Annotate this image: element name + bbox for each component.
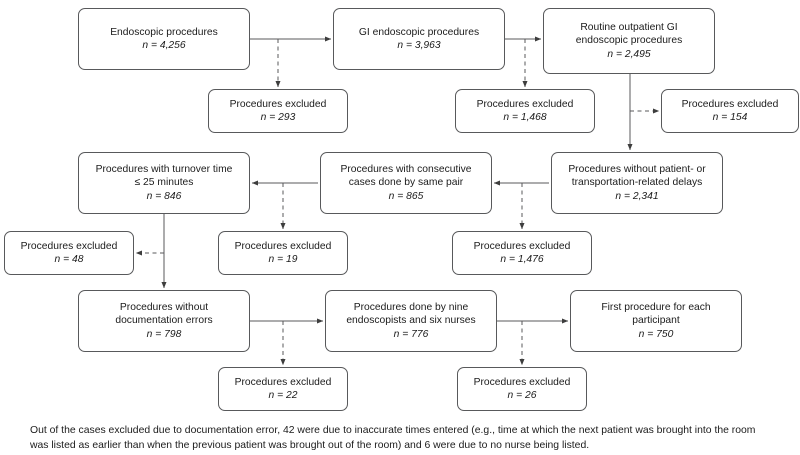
node-line: Procedures excluded [473, 240, 571, 252]
node-line: Procedures excluded [681, 98, 779, 110]
node-value: n = 1,476 [500, 254, 544, 265]
node-routine-outpatient-gi: Routine outpatient GI endoscopic procedu… [543, 8, 715, 74]
node-line: endoscopists and six nurses [346, 315, 476, 327]
node-value: n = 48 [54, 254, 84, 265]
node-line: Procedures excluded [229, 98, 327, 110]
node-excluded-26: Procedures excluded n = 26 [457, 367, 587, 411]
node-line: participant [632, 315, 680, 327]
node-excluded-19: Procedures excluded n = 19 [218, 231, 348, 275]
node-without-documentation-errors-798: Procedures without documentation errors … [78, 290, 250, 352]
node-value: n = 2,341 [615, 190, 659, 202]
node-line: cases done by same pair [348, 177, 464, 189]
node-line: Endoscopic procedures [110, 26, 218, 38]
node-value: n = 846 [146, 190, 182, 202]
node-excluded-48: Procedures excluded n = 48 [4, 231, 134, 275]
node-value: n = 26 [507, 390, 537, 401]
node-first-procedure-750: First procedure for each participant n =… [570, 290, 742, 352]
node-value: n = 4,256 [142, 40, 186, 51]
node-endoscopic-procedures: Endoscopic procedures n = 4,256 [78, 8, 250, 70]
node-gi-endoscopic-procedures: GI endoscopic procedures n = 3,963 [333, 8, 505, 70]
node-value: n = 3,963 [397, 40, 441, 51]
node-excluded-154: Procedures excluded n = 154 [661, 89, 799, 133]
node-value: n = 1,468 [503, 112, 547, 123]
node-line: GI endoscopic procedures [358, 26, 480, 38]
node-line: First procedure for each [601, 302, 711, 314]
node-value: n = 293 [260, 112, 296, 123]
node-value: n = 19 [268, 254, 298, 265]
node-line: Routine outpatient GI [580, 22, 678, 34]
node-value: n = 865 [388, 190, 424, 202]
node-value: n = 22 [268, 390, 298, 401]
node-line: documentation errors [115, 315, 213, 327]
node-value: n = 776 [393, 328, 429, 340]
node-excluded-22: Procedures excluded n = 22 [218, 367, 348, 411]
node-line: Procedures excluded [20, 240, 118, 252]
node-line: Procedures done by nine [353, 302, 469, 314]
node-consecutive-cases-865: Procedures with consecutive cases done b… [320, 152, 492, 214]
node-line: Procedures without patient- or [568, 164, 706, 176]
node-excluded-1476: Procedures excluded n = 1,476 [452, 231, 592, 275]
node-excluded-293: Procedures excluded n = 293 [208, 89, 348, 133]
node-turnover-time-846: Procedures with turnover time ≤ 25 minut… [78, 152, 250, 214]
node-line: transportation-related delays [571, 177, 703, 189]
node-value: n = 750 [638, 328, 674, 340]
node-excluded-1468: Procedures excluded n = 1,468 [455, 89, 595, 133]
node-value: n = 798 [146, 328, 182, 340]
node-line: Procedures excluded [476, 98, 574, 110]
node-line: ≤ 25 minutes [134, 177, 194, 189]
node-without-delays-2341: Procedures without patient- or transport… [551, 152, 723, 214]
node-value: n = 154 [712, 112, 748, 123]
node-line: Procedures with consecutive [340, 164, 472, 176]
node-line: Procedures excluded [234, 240, 332, 252]
node-line: endoscopic procedures [575, 35, 683, 47]
node-line: Procedures without [119, 302, 209, 314]
figure-footnote: Out of the cases excluded due to documen… [30, 425, 756, 451]
node-line: Procedures with turnover time [95, 164, 233, 176]
node-line: Procedures excluded [234, 376, 332, 388]
node-nine-endoscopists-776: Procedures done by nine endoscopists and… [325, 290, 497, 352]
node-line: Procedures excluded [473, 376, 571, 388]
node-value: n = 2,495 [607, 48, 651, 60]
